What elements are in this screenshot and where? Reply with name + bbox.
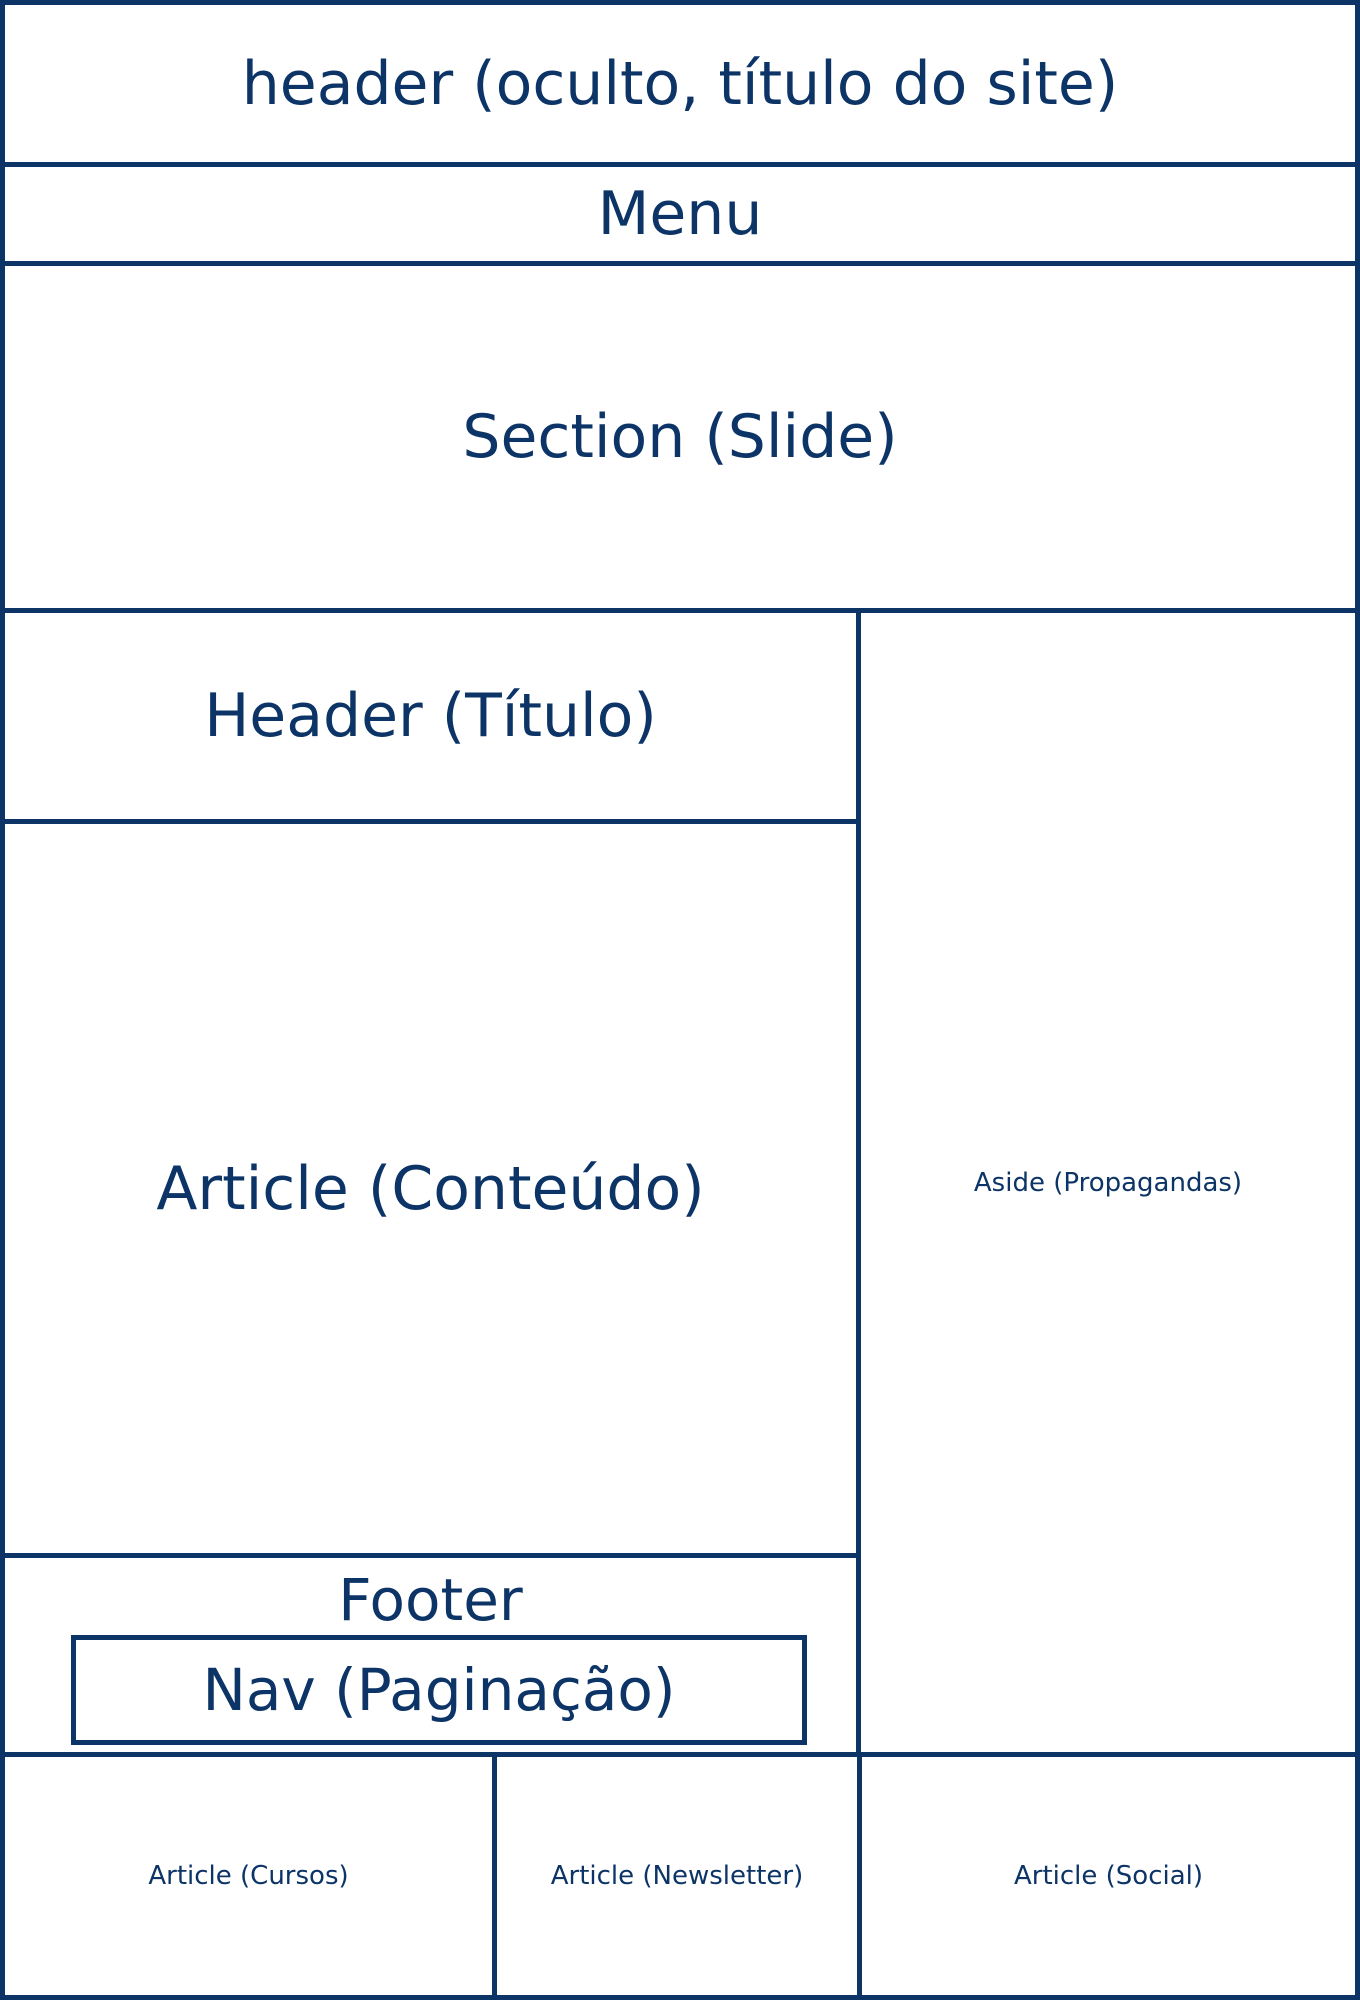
site-header-box: header (oculto, título do site) bbox=[0, 0, 1360, 167]
site-header-label: header (oculto, título do site) bbox=[241, 48, 1119, 119]
article-newsletter-label: Article (Newsletter) bbox=[550, 1861, 804, 1891]
article-content-label: Article (Conteúdo) bbox=[156, 1153, 705, 1224]
article-newsletter-box: Article (Newsletter) bbox=[492, 1752, 862, 2000]
section-label: Section (Slide) bbox=[462, 402, 898, 472]
article-courses-label: Article (Cursos) bbox=[148, 1861, 349, 1891]
article-content-box: Article (Conteúdo) bbox=[0, 819, 861, 1558]
content-header-label: Header (Título) bbox=[204, 681, 657, 751]
section-box: Section (Slide) bbox=[0, 261, 1360, 613]
content-header-box: Header (Título) bbox=[0, 608, 861, 824]
aside-label: Aside (Propagandas) bbox=[973, 1167, 1243, 1198]
menu-box: Menu bbox=[0, 162, 1360, 266]
menu-label: Menu bbox=[597, 179, 763, 249]
nav-label: Nav (Paginação) bbox=[202, 1656, 676, 1724]
nav-box: Nav (Paginação) bbox=[71, 1635, 807, 1745]
article-social-box: Article (Social) bbox=[857, 1752, 1360, 2000]
article-courses-box: Article (Cursos) bbox=[0, 1752, 497, 2000]
article-social-label: Article (Social) bbox=[1013, 1861, 1204, 1891]
aside-box: Aside (Propagandas) bbox=[856, 608, 1360, 1757]
footer-label: Footer bbox=[338, 1566, 523, 1634]
